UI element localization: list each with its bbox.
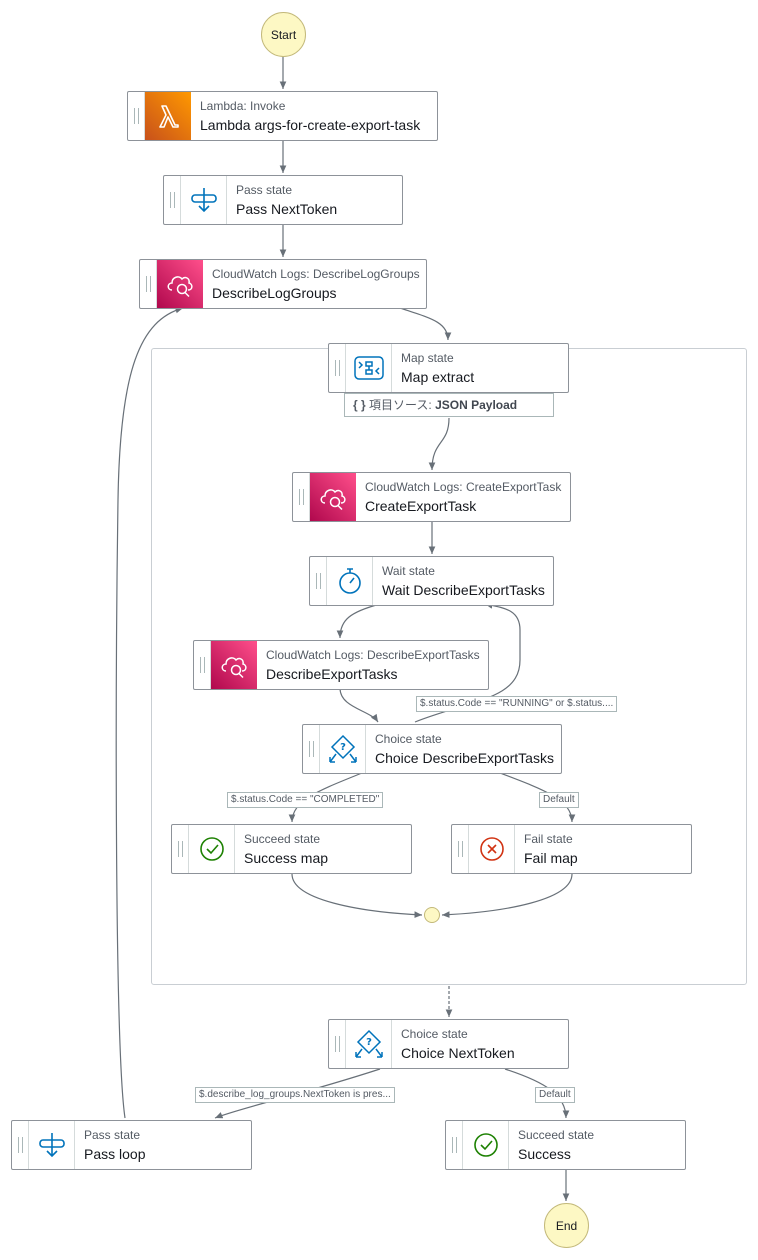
drag-handle[interactable] [303, 725, 320, 773]
lambda-invoke-node[interactable]: Lambda: Invoke Lambda args-for-create-ex… [127, 91, 438, 141]
drag-handle[interactable] [452, 825, 469, 873]
edge-label-completed[interactable]: $.status.Code == "COMPLETED" [227, 792, 384, 808]
node-type: Succeed state [244, 831, 321, 846]
success-map-node[interactable]: Succeed state Success map [171, 824, 412, 874]
pass-icon [181, 176, 227, 224]
node-type: Succeed state [518, 1127, 595, 1142]
map-extract-node[interactable]: Map state Map extract [328, 343, 569, 393]
choice-describe-node[interactable]: ? Choice state Choice DescribeExportTask… [302, 724, 562, 774]
node-name: Success [518, 1145, 571, 1162]
edge-label-running[interactable]: $.status.Code == "RUNNING" or $.status..… [416, 696, 618, 712]
svg-text:?: ? [340, 742, 346, 753]
edge-success-join [291, 873, 423, 918]
create-export-task-node[interactable]: CloudWatch Logs: CreateExportTask Create… [292, 472, 571, 522]
map-join-node [424, 907, 440, 923]
drag-handle[interactable] [329, 1020, 346, 1068]
node-type: Wait state [382, 563, 435, 578]
drag-handle[interactable] [12, 1121, 29, 1169]
node-name: Success map [244, 849, 329, 866]
check-circle-icon [463, 1121, 509, 1169]
svg-text:?: ? [366, 1037, 372, 1048]
drag-handle[interactable] [310, 557, 327, 605]
edge-wait-describeexport [336, 603, 381, 639]
node-name: Pass NextToken [236, 200, 338, 217]
drag-handle[interactable] [172, 825, 189, 873]
item-source-badge[interactable]: { } 項目ソース: JSON Payload [344, 393, 554, 417]
edge-fail-join [441, 873, 573, 918]
x-circle-icon [469, 825, 515, 873]
describe-export-tasks-node[interactable]: CloudWatch Logs: DescribeExportTasks Des… [193, 640, 489, 690]
fail-map-node[interactable]: Fail state Fail map [451, 824, 692, 874]
stopwatch-icon [327, 557, 373, 605]
node-name: DescribeExportTasks [266, 665, 398, 682]
choice-nexttoken-node[interactable]: ? Choice state Choice NextToken [328, 1019, 569, 1069]
pass-nexttoken-node[interactable]: Pass state Pass NextToken [163, 175, 403, 225]
drag-handle[interactable] [164, 176, 181, 224]
pass-icon [29, 1121, 75, 1169]
choice-icon: ? [346, 1020, 392, 1068]
edge-label-default-fail[interactable]: Default [539, 792, 579, 808]
node-name: Lambda args-for-create-export-task [200, 116, 421, 133]
choice-icon: ? [320, 725, 366, 773]
node-name: Map extract [401, 368, 475, 385]
node-type: CloudWatch Logs: DescribeLogGroups [212, 266, 420, 281]
node-name: Pass loop [84, 1145, 146, 1162]
drag-handle[interactable] [140, 260, 157, 308]
node-name: Choice DescribeExportTasks [375, 749, 554, 766]
node-name: Wait DescribeExportTasks [382, 581, 545, 598]
edge-label-nexttoken-present[interactable]: $.describe_log_groups.NextToken is pres.… [195, 1087, 395, 1103]
cloudwatch-logs-icon [211, 641, 257, 689]
edge-passloop-describeloggroups [115, 306, 184, 1119]
cloudwatch-logs-icon [157, 260, 203, 308]
node-type: Pass state [236, 182, 293, 197]
drag-handle[interactable] [194, 641, 211, 689]
drag-handle[interactable] [446, 1121, 463, 1169]
edge-label-default-success[interactable]: Default [535, 1087, 575, 1103]
drag-handle[interactable] [329, 344, 346, 392]
edge-describeexport-choice [339, 687, 379, 723]
start-label: Start [270, 27, 297, 42]
item-source-prefix: 項目ソース: [369, 398, 436, 412]
map-icon [346, 344, 392, 392]
start-node[interactable]: Start [261, 12, 306, 57]
end-node[interactable]: End [544, 1203, 589, 1248]
node-name: DescribeLogGroups [212, 284, 337, 301]
cloudwatch-logs-icon [310, 473, 356, 521]
item-source-value: JSON Payload [435, 398, 518, 412]
braces-icon: { } [353, 398, 366, 412]
pass-loop-node[interactable]: Pass state Pass loop [11, 1120, 252, 1170]
describe-log-groups-node[interactable]: CloudWatch Logs: DescribeLogGroups Descr… [139, 259, 427, 309]
node-name: CreateExportTask [365, 497, 477, 514]
node-type: Choice state [375, 731, 442, 746]
node-name: Choice NextToken [401, 1044, 515, 1061]
wait-describe-node[interactable]: Wait state Wait DescribeExportTasks [309, 556, 554, 606]
node-type: Map state [401, 350, 454, 365]
drag-handle[interactable] [128, 92, 145, 140]
node-type: Fail state [524, 831, 573, 846]
drag-handle[interactable] [293, 473, 310, 521]
end-label: End [555, 1218, 578, 1233]
edge-itemsource-create [428, 417, 450, 471]
node-type: Lambda: Invoke [200, 98, 286, 113]
lambda-icon [145, 92, 191, 140]
node-type: CloudWatch Logs: DescribeExportTasks [266, 647, 480, 662]
node-type: Choice state [401, 1026, 468, 1041]
success-node[interactable]: Succeed state Success [445, 1120, 686, 1170]
node-type: CloudWatch Logs: CreateExportTask [365, 479, 562, 494]
edge-describeloggroups-map [399, 307, 452, 341]
node-name: Fail map [524, 849, 578, 866]
node-type: Pass state [84, 1127, 141, 1142]
check-circle-icon [189, 825, 235, 873]
